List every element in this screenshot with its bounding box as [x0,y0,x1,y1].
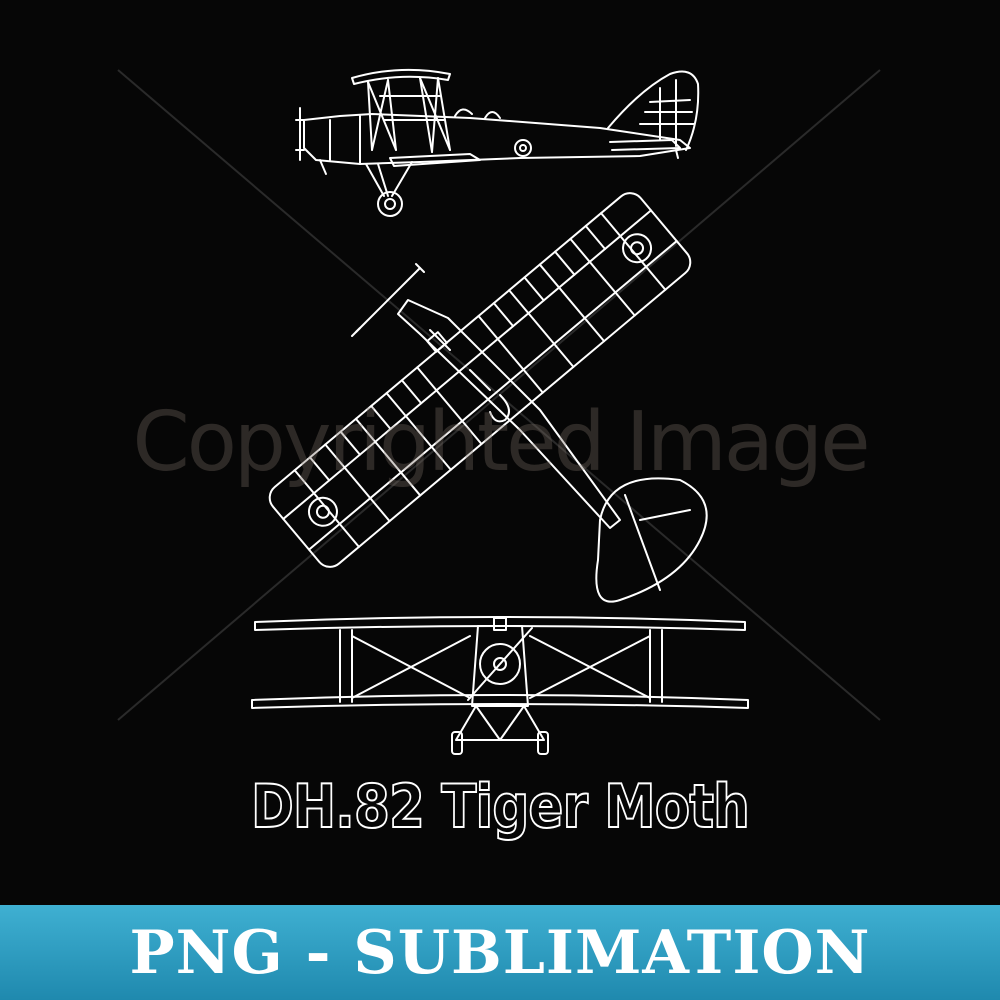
plan-view-drawing [268,192,708,603]
sublimation-banner: PNG - SUBLIMATION [0,905,1000,1000]
aircraft-title: DH.82 Tiger Moth [250,771,751,843]
tiger-moth-blueprint [117,68,881,755]
front-view-drawing [251,616,749,755]
side-view-drawing [295,68,700,217]
banner-label: PNG - SUBLIMATION [129,917,871,988]
